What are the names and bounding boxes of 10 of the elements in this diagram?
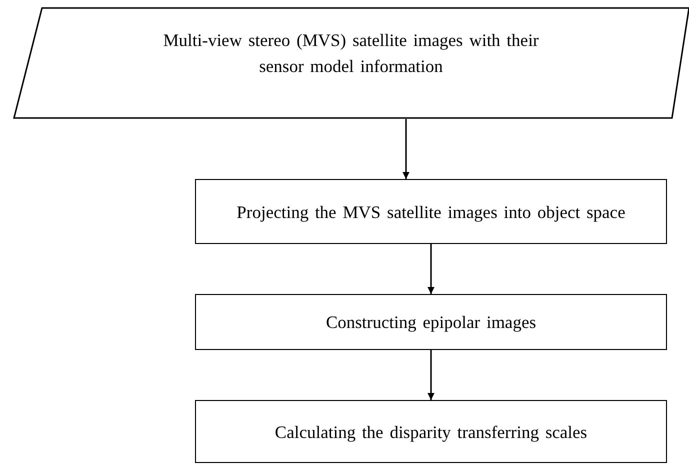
arrow: [428, 244, 434, 294]
process-box: [195, 179, 667, 244]
process-box: [195, 400, 667, 463]
process-box: [195, 294, 667, 350]
step-text: Constructing epipolar images: [326, 311, 536, 334]
step-text: Multi-view stereo (MVS) satellite images with their sensor model information: [162, 29, 540, 78]
step-text: Calculating the disparity transferring scales: [274, 420, 588, 444]
arrow: [428, 350, 434, 400]
step-text: Projecting the MVS satellite images into object space: [236, 200, 626, 224]
arrow: [402, 119, 410, 179]
